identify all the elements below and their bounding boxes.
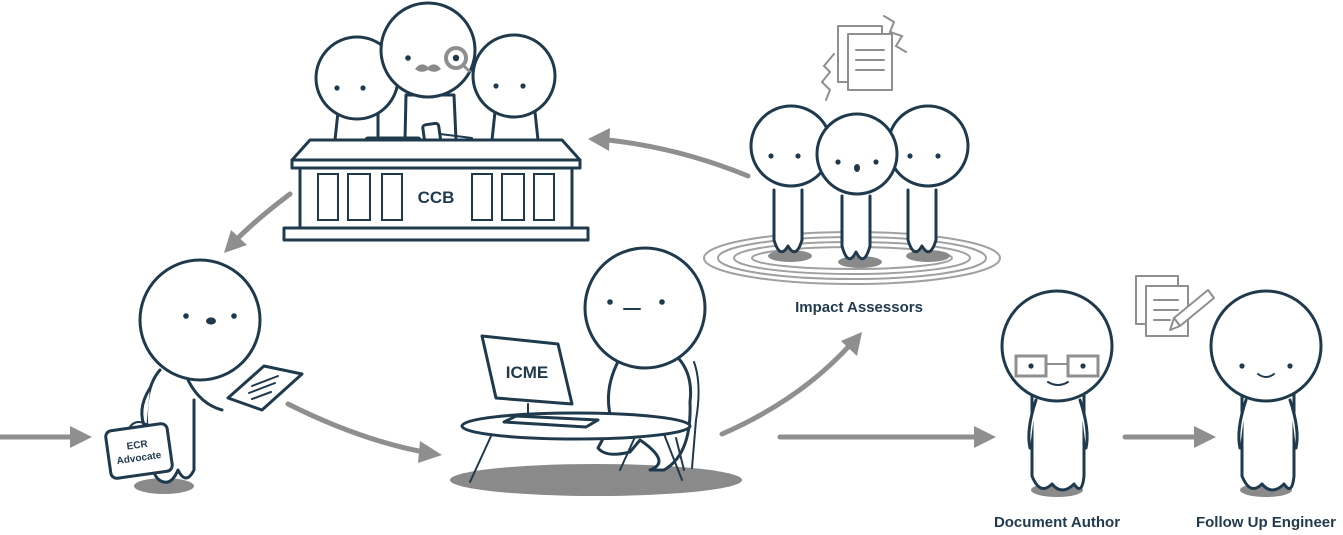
ccb-bench: CCB	[282, 138, 590, 242]
document-author-group: Document Author	[994, 289, 1120, 531]
arrow-icme-to-assessors	[719, 332, 862, 437]
arrow-icme-to-author	[777, 426, 996, 448]
ecr-paper	[226, 364, 304, 412]
icme-desk	[460, 403, 692, 483]
ccb-member-chair	[379, 1, 477, 142]
ecr-advocate-group: ECR Advocate	[104, 258, 304, 494]
impact-assessors-group: Impact Assessors	[703, 15, 1001, 316]
magnifier-icon	[444, 46, 472, 74]
ccb-member-left	[314, 35, 400, 142]
icme-group: ICME	[450, 246, 742, 496]
arrow-ecr-to-icme	[285, 401, 442, 463]
document-author-label: Document Author	[994, 514, 1120, 531]
document-edit-icon	[1135, 275, 1215, 337]
arrow-assessors-to-ccb	[588, 128, 751, 179]
ccb-member-right	[471, 33, 557, 142]
arrow-entry	[0, 426, 92, 448]
ccb-group: CCB	[282, 1, 590, 242]
monitor-icon: ICME	[480, 334, 574, 406]
glasses-icon	[1014, 354, 1100, 378]
assessor-right	[886, 104, 970, 254]
follow-up-engineer-label: Follow Up Engineer	[1196, 514, 1336, 531]
arrow-ccb-to-ecr	[224, 191, 293, 253]
briefcase-icon: ECR Advocate	[104, 421, 174, 480]
ccb-label: CCB	[418, 188, 455, 207]
arrow-author-to-engineer	[1122, 426, 1216, 448]
ecr-label-line1: ECR	[126, 439, 149, 453]
pencil-icon	[1169, 289, 1215, 331]
follow-up-engineer-group: Follow Up Engineer	[1135, 275, 1336, 531]
impact-assessors-label: Impact Assessors	[795, 299, 923, 316]
flow-arrows	[0, 128, 1216, 463]
icme-label: ICME	[506, 363, 549, 382]
mustache-icon	[415, 64, 441, 72]
assessor-left	[749, 104, 833, 254]
document-icon	[820, 15, 907, 101]
assessor-center	[815, 112, 899, 261]
